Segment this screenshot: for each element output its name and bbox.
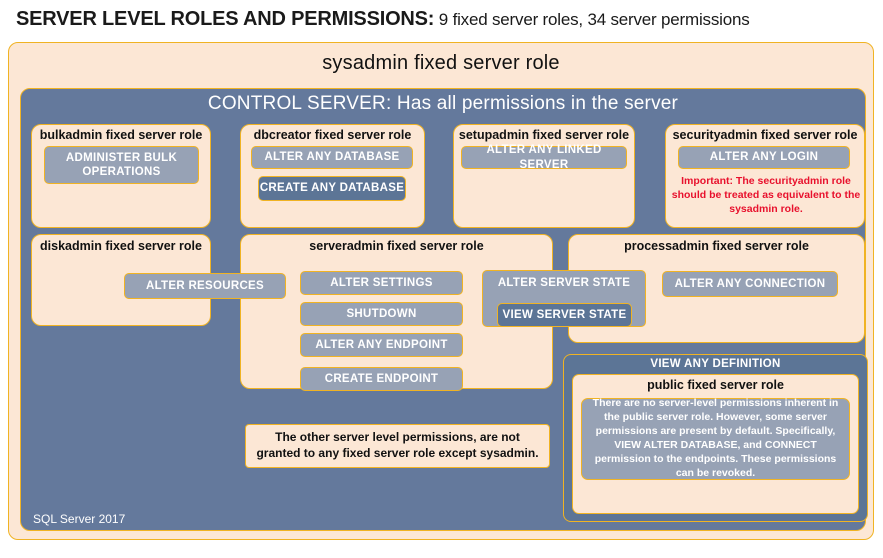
permission-view-any-definition: VIEW ANY DEFINITION	[650, 358, 781, 370]
role-title-diskadmin: diskadmin fixed server role	[40, 239, 202, 253]
role-title-bulkadmin: bulkadmin fixed server role	[39, 128, 203, 142]
page-title-detail: 9 fixed server roles, 34 server permissi…	[434, 10, 750, 29]
role-title-dbcreator: dbcreator fixed server role	[253, 128, 412, 142]
permission-alter-any-database: ALTER ANY DATABASE	[251, 146, 413, 169]
permission-alter-resources: ALTER RESOURCES	[124, 273, 286, 299]
role-title-securityadmin: securityadmin fixed server role	[672, 128, 858, 142]
permission-shutdown: SHUTDOWN	[300, 302, 463, 326]
permission-alter-any-connection: ALTER ANY CONNECTION	[662, 271, 838, 297]
sysadmin-role-label: sysadmin fixed server role	[322, 52, 560, 74]
permission-alter-any-linked-server: ALTER ANY LINKED SERVER	[461, 144, 627, 171]
role-card-setupadmin	[453, 124, 635, 228]
permission-alter-any-login: ALTER ANY LOGIN	[678, 146, 850, 169]
page-title: SERVER LEVEL ROLES AND PERMISSIONS: 9 fi…	[16, 8, 876, 38]
control-server-label: CONTROL SERVER: Has all permissions in t…	[207, 93, 679, 114]
role-title-setupadmin: setupadmin fixed server role	[458, 128, 630, 142]
permission-create-any-database: CREATE ANY DATABASE	[258, 176, 406, 201]
role-title-serveradmin: serveradmin fixed server role	[309, 239, 484, 253]
permission-alter-any-endpoint: ALTER ANY ENDPOINT	[300, 333, 463, 357]
role-title-processadmin: processadmin fixed server role	[624, 239, 809, 253]
other-permissions-note: The other server level permissions, are …	[245, 424, 550, 468]
securityadmin-warning-note: Important: The securityadmin role should…	[671, 175, 861, 216]
permission-alter-settings: ALTER SETTINGS	[300, 271, 463, 295]
permission-view-server-state: VIEW SERVER STATE	[497, 303, 632, 327]
role-title-public: public fixed server role	[647, 378, 784, 392]
permission-administer-bulk-operations: ADMINISTER BULK OPERATIONS	[44, 146, 199, 184]
role-card-securityadmin	[665, 124, 865, 228]
public-role-description: There are no server-level permissions in…	[581, 397, 850, 480]
permission-create-endpoint: CREATE ENDPOINT	[300, 367, 463, 391]
page-title-strong: SERVER LEVEL ROLES AND PERMISSIONS:	[16, 8, 435, 30]
sql-server-version-label: SQL Server 2017	[33, 512, 126, 526]
